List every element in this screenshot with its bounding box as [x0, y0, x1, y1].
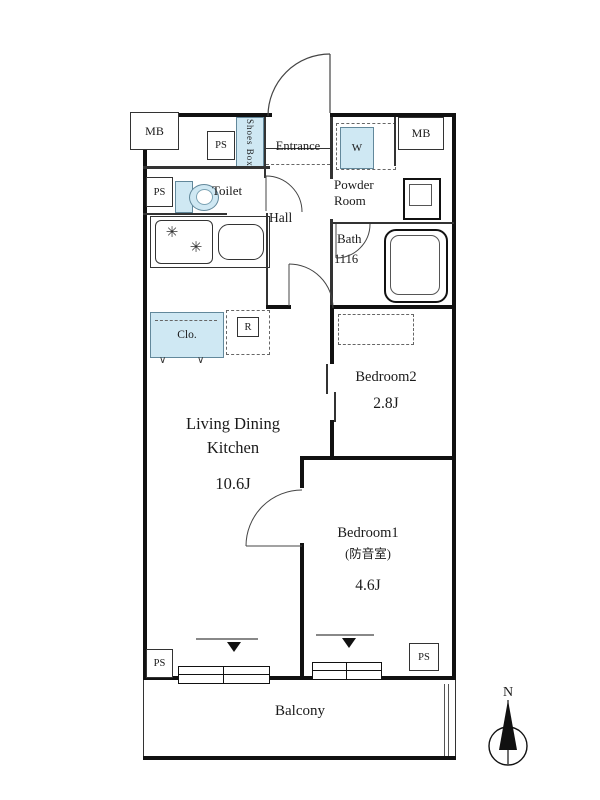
wall-hall-left: [266, 213, 268, 308]
bath-size-label: 1116: [334, 252, 359, 266]
wall-bedroom1-top: [300, 456, 456, 460]
bedroom2-size-label: 2.8J: [373, 395, 399, 412]
refrigerator-space-dashed-outline: [226, 310, 270, 355]
wall-washer-mb-divider: [394, 117, 396, 166]
refrigerator-box: R: [237, 317, 259, 337]
window-pane-divider: [223, 675, 224, 683]
wall-bedroom2-top: [330, 305, 456, 309]
wall-ldk-bedroom2-lower: [330, 420, 334, 456]
toilet-label: Toilet: [212, 183, 243, 198]
ldk-name-line1: Living Dining: [186, 414, 280, 433]
bathtub-inner: [390, 235, 440, 295]
pipe-space-label: PS: [418, 651, 430, 663]
wall-toilet-top: [143, 166, 270, 169]
wall-shoesbox-right: [264, 117, 266, 166]
entrance-label: Entrance: [275, 139, 321, 153]
wall-ldk-bedroom1-upper: [300, 460, 304, 488]
bedroom2-sliding-door-panel: [334, 392, 336, 422]
wall-ldk-bedroom1-lower: [300, 543, 304, 676]
window-pane-divider: [346, 663, 347, 671]
balcony-partition-line: [448, 684, 449, 756]
bath-label: Bath: [337, 231, 362, 246]
toilet-door-arc: [265, 175, 303, 213]
pipe-space-mid-left: PS: [146, 177, 173, 207]
hall-ldk-door-arc: [288, 263, 334, 309]
wall-top-left: [143, 113, 272, 117]
wall-bottom: [143, 676, 456, 680]
wall-ldk-bedroom2-upper: [330, 309, 334, 364]
stove-burner-icon: ✳: [189, 240, 203, 256]
hanger-hook-icon: ∨: [159, 355, 167, 366]
compass-circle: [488, 726, 528, 766]
closet-label: Clo.: [177, 329, 197, 341]
window-marker-triangle-icon: [342, 638, 356, 648]
wall-toilet-right-stub: [264, 166, 266, 178]
wall-left: [143, 113, 147, 680]
window-rail-line: [179, 674, 269, 675]
bedroom2-sliding-door-panel: [326, 364, 328, 394]
wall-hall-powder-upper: [330, 117, 333, 179]
wall-top-right: [330, 113, 456, 117]
compass-north-label: N: [502, 685, 514, 700]
entrance-door-arc: [267, 53, 331, 117]
vanity-basin: [409, 184, 432, 206]
pipe-space-bottom-left: PS: [146, 649, 173, 678]
pipe-space-bottom-right: PS: [409, 643, 439, 671]
pipe-space-top: PS: [207, 131, 235, 160]
bedroom1-door-arc: [245, 489, 303, 547]
kitchen-sink: [218, 224, 264, 260]
meter-box-right: MB: [398, 117, 444, 150]
pipe-space-label: PS: [215, 140, 227, 151]
toilet-bowl-inner: [196, 189, 213, 205]
bedroom2-shelf-dashed-outline: [338, 314, 414, 345]
bedroom1-balcony-window: [312, 662, 382, 680]
stove: [155, 220, 213, 264]
wall-powder-bath-divider: [333, 222, 454, 224]
ldk-name-line2: Kitchen: [206, 438, 260, 457]
balcony-left-edge: [143, 680, 144, 756]
bedroom1-size-label: 4.6J: [355, 577, 381, 594]
closet-rod-dashed-line: [155, 320, 217, 321]
ldk-size-label: 10.6J: [215, 474, 251, 493]
stove-burner-icon: ✳: [165, 225, 179, 241]
meter-box-label: MB: [411, 126, 431, 140]
wall-toilet-bottom: [143, 213, 227, 215]
shoes-box-label: Shoes Box: [245, 119, 255, 167]
wall-right: [452, 113, 456, 680]
hanger-hook-icon: ∨: [197, 355, 205, 366]
pipe-space-label: PS: [153, 186, 166, 198]
powder-room-label: Powder Room: [334, 177, 374, 209]
balcony-label: Balcony: [275, 703, 325, 719]
pipe-space-label: PS: [153, 658, 166, 669]
meter-box-left: MB: [130, 112, 179, 150]
closet: Clo.: [150, 312, 224, 358]
balcony-right-edge: [455, 680, 456, 756]
balcony-partition-line: [444, 684, 445, 756]
wall-hall-bath-lower: [330, 219, 333, 305]
bedroom1-name: Bedroom1: [337, 525, 399, 541]
entrance-step-line: [266, 148, 330, 149]
washer-label: W: [351, 142, 363, 154]
window-marker-triangle-icon: [227, 642, 241, 652]
window-pane-divider: [223, 667, 224, 675]
hall-label: Hall: [269, 210, 293, 225]
compass-needle-icon: [499, 700, 517, 750]
wall-hall-bottom-stub: [266, 305, 291, 309]
washing-machine: W: [340, 127, 374, 169]
bedroom2-name: Bedroom2: [355, 369, 417, 385]
window-pane-divider: [346, 671, 347, 679]
ldk-balcony-window: [178, 666, 270, 684]
meter-box-label: MB: [145, 123, 164, 138]
entrance-step-dashed-line: [266, 164, 330, 165]
bedroom1-note: (防音室): [345, 547, 391, 561]
refrigerator-label: R: [244, 321, 252, 333]
window-rail-line: [313, 670, 381, 671]
balcony-outer-wall: [143, 756, 456, 760]
shoes-box: Shoes Box: [236, 117, 264, 169]
